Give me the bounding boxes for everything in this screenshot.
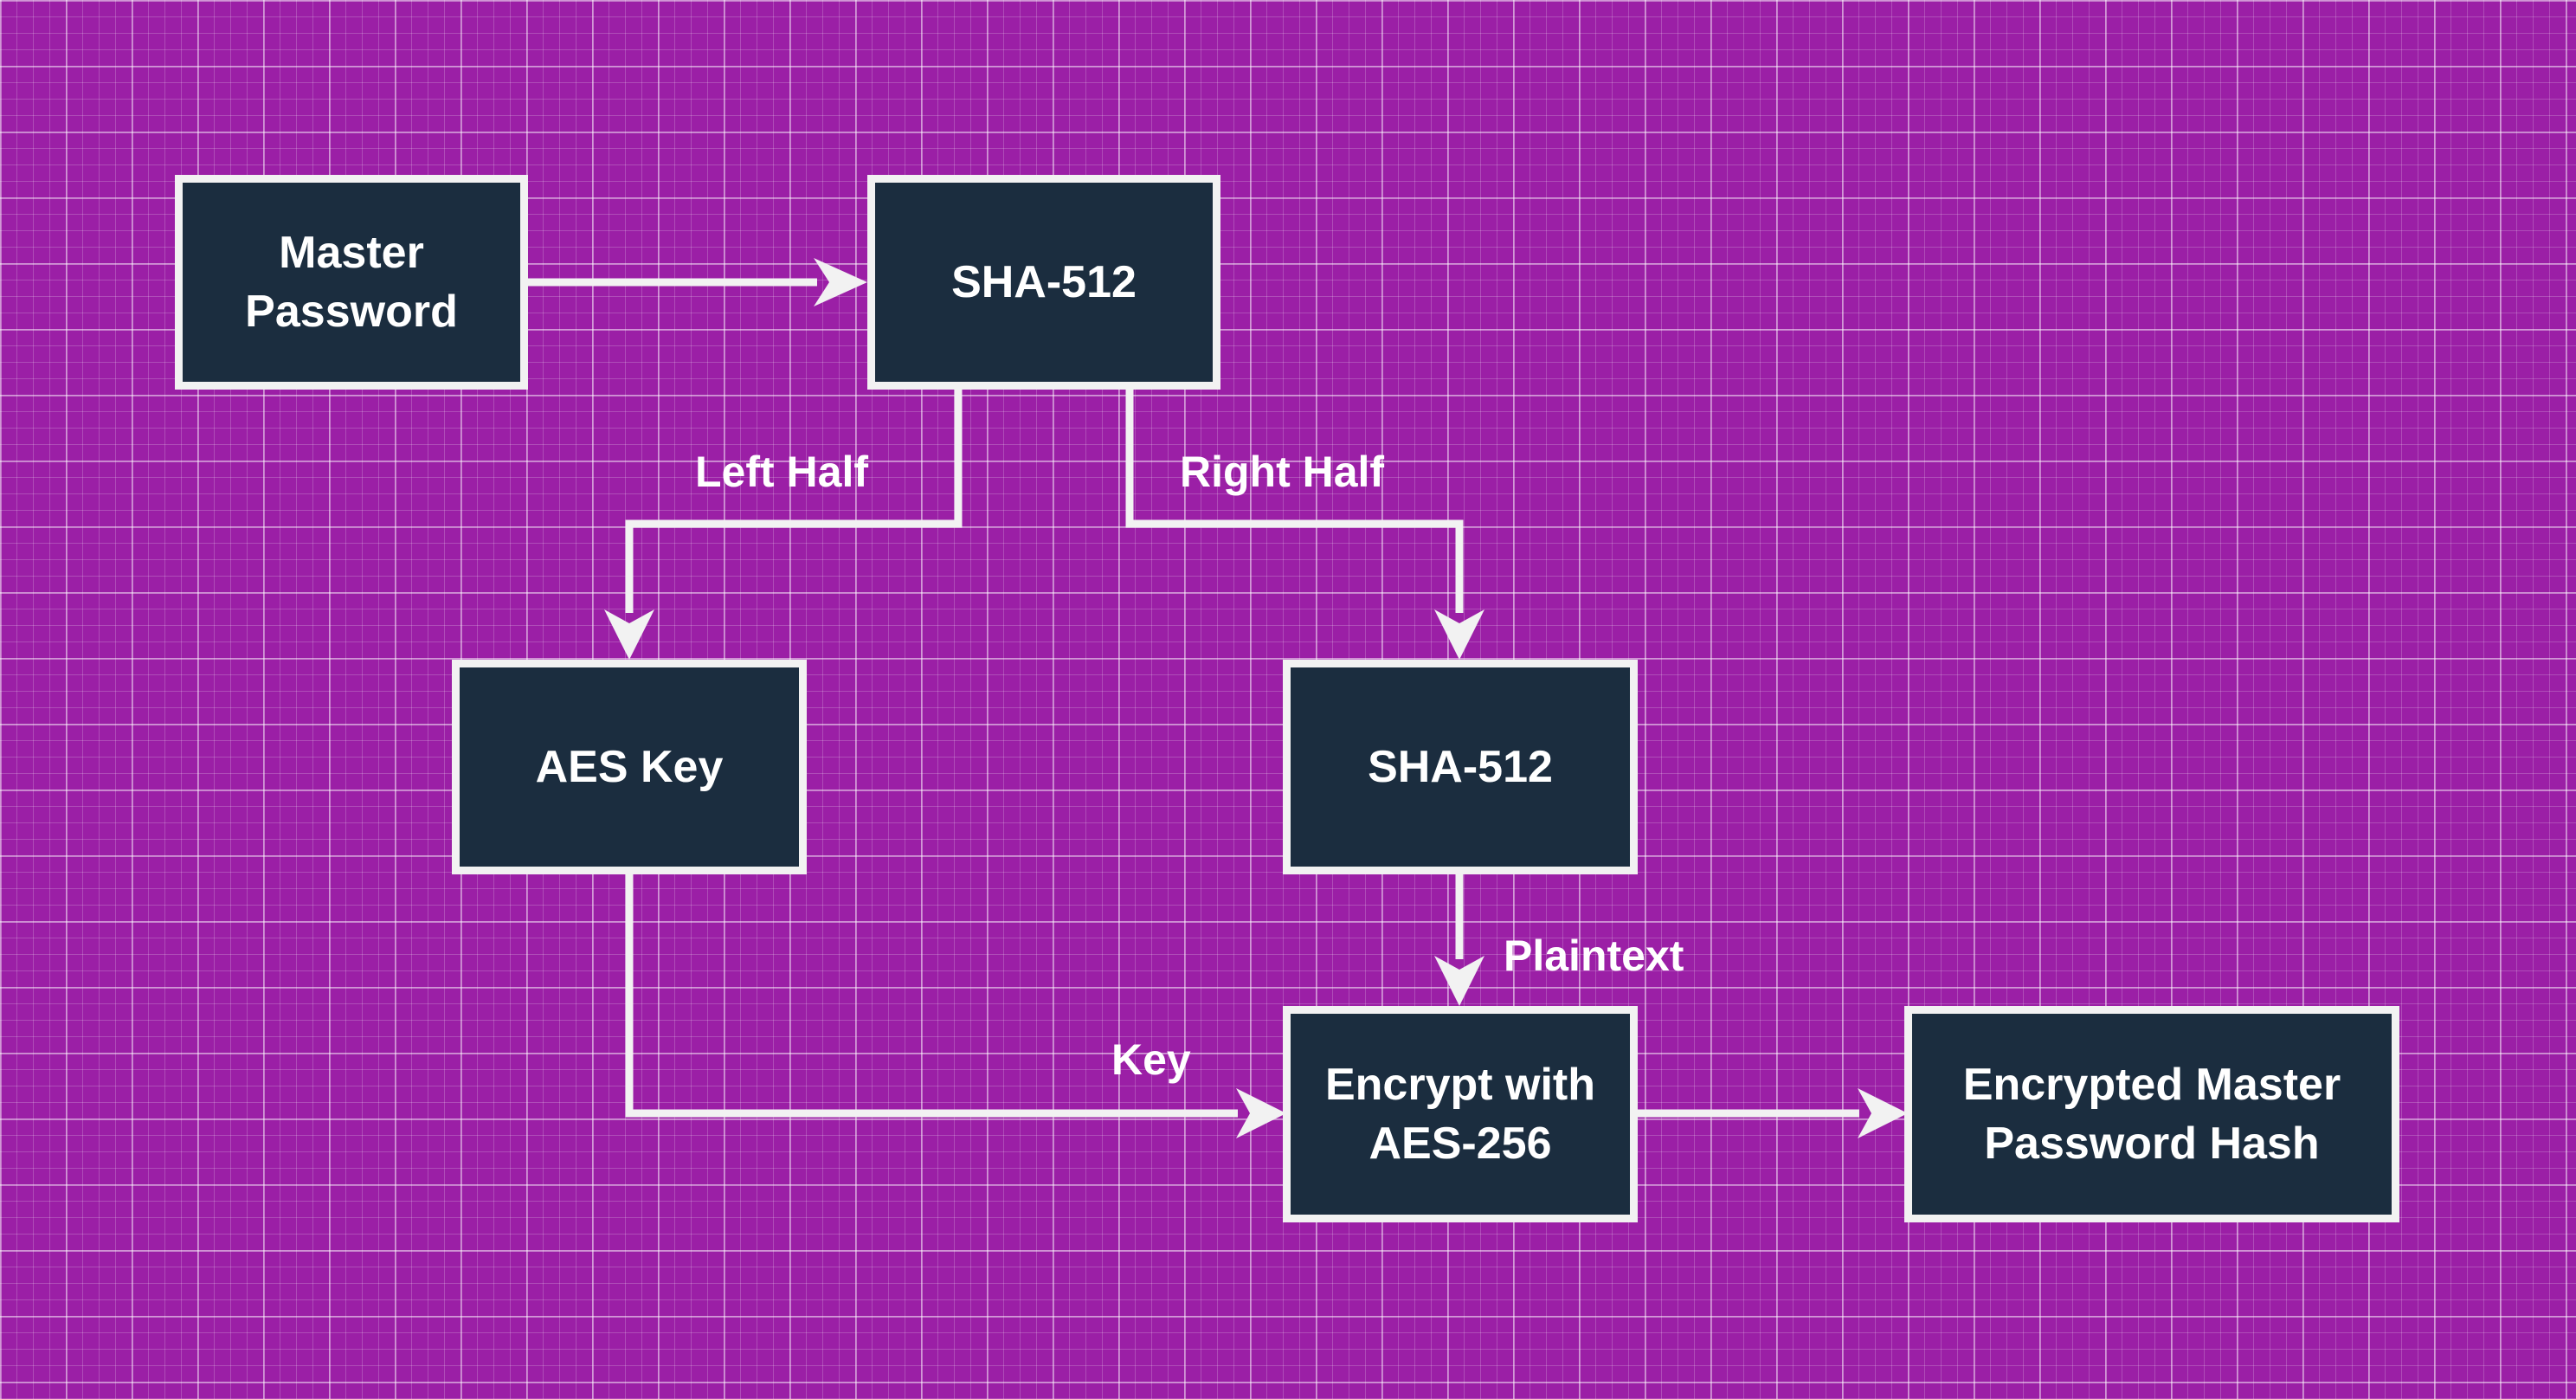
node-encrypt-aes256-label: Encrypt with AES-256 [1324, 1060, 1596, 1169]
edge-label-plaintext: Plaintext [1504, 932, 1684, 980]
edge-label-left-half: Left Half [695, 448, 868, 496]
edge-aes-key-to-encrypt [625, 872, 1238, 1118]
arrowhead-sha512-to-aes-key [604, 609, 654, 660]
arrowhead-sha512-to-sha512 [1434, 609, 1484, 660]
arrowhead-aes-key-to-encrypt [1236, 1088, 1286, 1138]
node-sha512-first-label: SHA-512 [951, 257, 1137, 307]
arrowhead-master-to-sha512 [814, 258, 867, 306]
arrowhead-sha512-to-encrypt [1434, 956, 1484, 1006]
node-sha512-second-label: SHA-512 [1368, 742, 1553, 792]
node-master-password: Master Password [175, 175, 528, 390]
node-aes-key: AES Key [452, 660, 807, 874]
node-master-password-label: Master Password [245, 228, 458, 337]
node-aes-key-label: AES Key [535, 742, 724, 792]
node-encrypted-output: Encrypted Master Password Hash [1904, 1006, 2399, 1222]
edge-label-key: Key [1111, 1035, 1191, 1084]
node-encrypt-aes256: Encrypt with AES-256 [1283, 1006, 1638, 1222]
edge-sha512-to-aes-key [625, 388, 963, 613]
edge-label-right-half: Right Half [1180, 448, 1385, 496]
node-encrypted-output-label: Encrypted Master Password Hash [1962, 1060, 2341, 1169]
edge-sha512-to-sha512 [1125, 388, 1464, 613]
node-sha512-second: SHA-512 [1283, 660, 1638, 874]
node-sha512-first: SHA-512 [867, 175, 1220, 390]
arrowhead-encrypt-to-output [1858, 1088, 1908, 1138]
